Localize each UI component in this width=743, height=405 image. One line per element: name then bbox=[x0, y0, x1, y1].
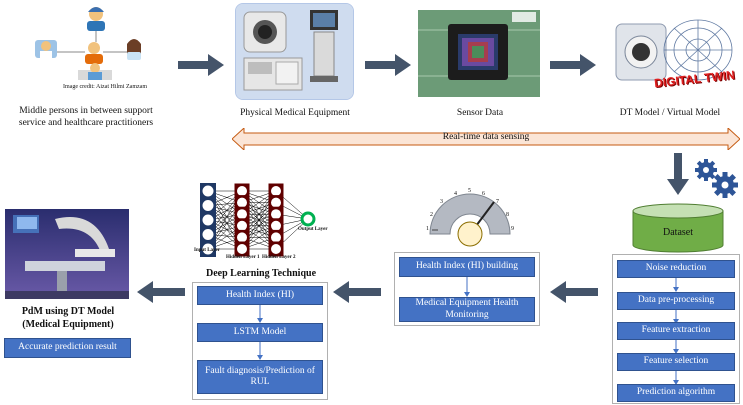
nn-neuron bbox=[236, 219, 248, 232]
pipeline-step: Data pre-processing bbox=[617, 292, 735, 310]
nn-neuron bbox=[236, 243, 248, 255]
realtime-sensing-label: Real-time data sensing bbox=[442, 132, 530, 142]
nn-neuron bbox=[201, 199, 215, 212]
gauge-tick: 6 bbox=[482, 191, 485, 197]
image-credit: Image credit: Aizat Hilmi Zamzam bbox=[63, 84, 147, 90]
nn-neuron bbox=[236, 208, 248, 221]
nn-neuron bbox=[236, 185, 248, 197]
gauge-tick: 3 bbox=[440, 199, 443, 205]
gauge-tick: 8 bbox=[506, 212, 509, 218]
nn-neuron bbox=[270, 243, 282, 255]
accurate-prediction-result: Accurate prediction result bbox=[4, 338, 131, 358]
gauge-tick: 5 bbox=[468, 188, 471, 194]
flow-arrow-left bbox=[137, 281, 185, 303]
dataset-label: Dataset bbox=[663, 227, 693, 238]
flow-arrow bbox=[178, 54, 224, 76]
flow-arrow bbox=[550, 54, 596, 76]
nn-neuron bbox=[236, 196, 248, 209]
flow-arrow bbox=[365, 54, 411, 76]
pipeline-step: Feature selection bbox=[617, 353, 735, 371]
physical-equipment-caption: Physical Medical Equipment bbox=[240, 108, 350, 118]
nn-neuron bbox=[201, 184, 215, 198]
nn-neuron bbox=[201, 242, 215, 256]
nn-neuron bbox=[270, 208, 282, 221]
nn-input-layer-label: Input Layer bbox=[194, 248, 220, 253]
operating-room-image bbox=[5, 209, 129, 299]
gauge-tick: 2 bbox=[430, 212, 433, 218]
pipeline-connector bbox=[673, 310, 679, 324]
pipeline-connector bbox=[673, 371, 679, 385]
nn-neuron bbox=[201, 228, 215, 241]
middle-persons-caption: Middle persons in between support servic… bbox=[18, 106, 154, 128]
nn-neuron bbox=[270, 231, 282, 244]
pipeline-step: Prediction algorithm bbox=[617, 384, 735, 402]
flow-arrow-down bbox=[667, 153, 689, 195]
health-gauge bbox=[418, 186, 522, 254]
nn-neuron bbox=[201, 213, 215, 227]
pipeline-connector bbox=[673, 278, 679, 292]
gauge-tick: 4 bbox=[454, 191, 457, 197]
digital-twin-image: DIGITAL TWIN bbox=[606, 10, 740, 100]
people-illustration bbox=[30, 2, 160, 94]
nn-hidden-layer-1-label: Hidden Layer 1 bbox=[226, 255, 260, 260]
nn-neuron bbox=[270, 196, 282, 209]
nn-neuron bbox=[236, 231, 248, 244]
sensor-data-caption: Sensor Data bbox=[456, 108, 504, 118]
gauge-tick-labels: 1 2 3 4 5 6 7 8 9 bbox=[418, 186, 522, 236]
hi-building-box: Health Index (HI) building bbox=[399, 257, 535, 277]
nn-neuron bbox=[270, 185, 282, 197]
gears-icon bbox=[692, 156, 740, 200]
dl-step: Fault diagnosis/Prediction of RUL bbox=[197, 360, 323, 394]
flow-arrow-left bbox=[333, 281, 381, 303]
pipeline-connector bbox=[673, 340, 679, 354]
dl-connector bbox=[257, 305, 263, 323]
dataset-cylinder bbox=[632, 203, 724, 253]
hi-connector bbox=[464, 277, 470, 297]
nn-neuron bbox=[270, 219, 282, 232]
gauge-tick: 7 bbox=[496, 199, 499, 205]
pdm-title: PdM using DT Model (Medical Equipment) bbox=[21, 306, 115, 330]
gauge-tick: 1 bbox=[426, 226, 429, 232]
dl-connector bbox=[257, 342, 263, 360]
sensor-chip-image bbox=[418, 10, 540, 97]
nn-output-layer-label: Output Layer bbox=[298, 227, 328, 232]
medical-equipment-image bbox=[235, 3, 354, 100]
dl-step: Health Index (HI) bbox=[197, 286, 323, 305]
nn-neuron bbox=[300, 211, 316, 227]
nn-hidden-layer-2-label: Hidden Layer 2 bbox=[262, 255, 296, 260]
pipeline-step: Feature extraction bbox=[617, 322, 735, 340]
gauge-tick: 9 bbox=[511, 226, 514, 232]
dl-step: LSTM Model bbox=[197, 323, 323, 342]
neural-network-diagram bbox=[196, 183, 326, 261]
dt-model-caption: DT Model / Virtual Model bbox=[619, 108, 721, 118]
pipeline-step: Noise reduction bbox=[617, 260, 735, 278]
flow-arrow-left bbox=[550, 281, 598, 303]
realtime-sensing-arrow bbox=[232, 128, 740, 150]
health-monitoring-box: Medical Equipment Health Monitoring bbox=[399, 297, 535, 322]
deep-learning-title: Deep Learning Technique bbox=[205, 268, 317, 279]
